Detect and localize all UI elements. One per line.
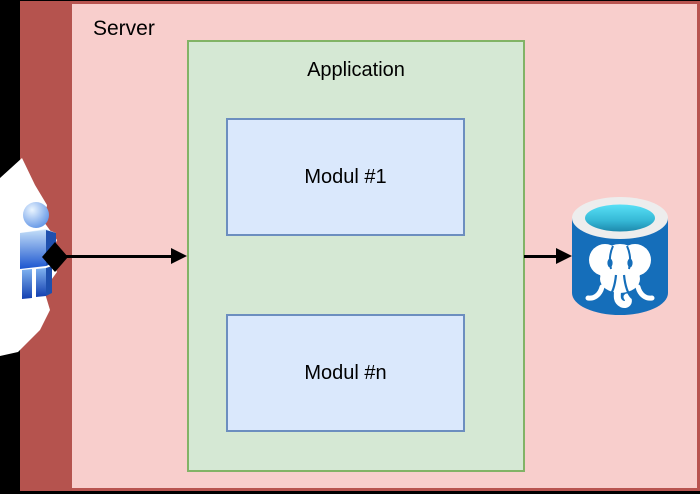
application-box: Application Modul #1 Modul #n [187, 40, 525, 472]
arrow-line [62, 255, 172, 258]
elephant-glyph [585, 244, 655, 308]
module-n-label: Modul #n [304, 361, 387, 384]
module-box-1: Modul #1 [226, 118, 465, 236]
server-label: Server [93, 17, 155, 40]
module-box-n: Modul #n [226, 314, 465, 432]
postgresql-database-icon [572, 197, 668, 315]
module-1-label: Modul #1 [304, 165, 387, 188]
arrow-line [524, 255, 558, 258]
connector-diamond [42, 242, 68, 272]
arrow-head-icon [171, 248, 187, 264]
application-label: Application [307, 59, 405, 81]
arrow-head-icon [556, 248, 572, 264]
